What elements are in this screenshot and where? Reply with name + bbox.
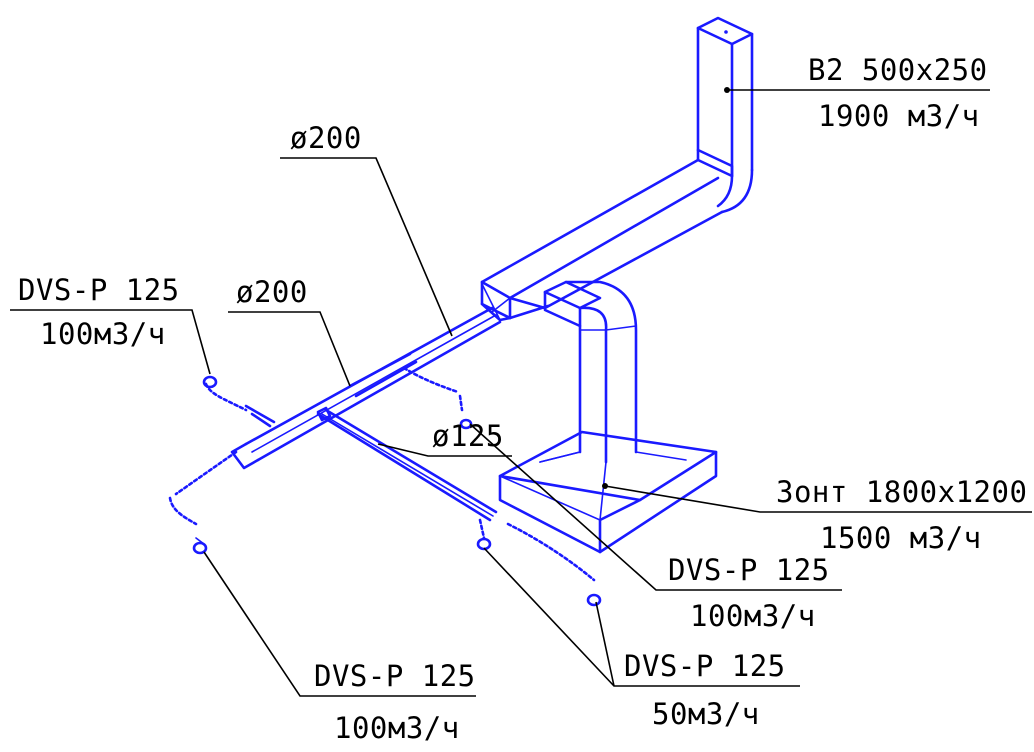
hood-branch-diameter-label: ø125 <box>432 419 504 453</box>
main-duct-size-label: B2 500x250 <box>808 53 988 87</box>
hood-assembly <box>498 280 718 554</box>
diffuser-bottom-left-model-label: DVS-P 125 <box>314 659 476 693</box>
diffuser-top-left-model-label: DVS-P 125 <box>18 273 180 307</box>
lower-branch-diameter-label: ø200 <box>236 275 308 309</box>
leader-lines <box>10 87 1032 697</box>
diffuser-bottom-right-flow-label: 50м3/ч <box>652 697 760 731</box>
annotations: B2 500x250 1900 м3/ч ø200 ø200 ø125 DVS-… <box>18 53 1027 745</box>
upper-branch-diameter-label: ø200 <box>290 121 362 155</box>
round-ducts <box>230 306 502 522</box>
main-duct-flow-label: 1900 м3/ч <box>818 99 980 133</box>
diffuser-bottom-right-model-label: DVS-P 125 <box>624 649 786 683</box>
diffuser-bottom-left-flow-label: 100м3/ч <box>334 711 460 745</box>
hood-flow-label: 1500 м3/ч <box>820 521 982 555</box>
diffuser-center-model-label: DVS-P 125 <box>668 553 830 587</box>
diffuser-top-left-flow-label: 100м3/ч <box>40 317 166 351</box>
flex-hoses <box>168 366 602 607</box>
main-rect-duct <box>480 16 754 328</box>
diffuser-center-flow-label: 100м3/ч <box>690 599 816 633</box>
hood-size-label: Зонт 1800x1200 <box>776 475 1027 509</box>
